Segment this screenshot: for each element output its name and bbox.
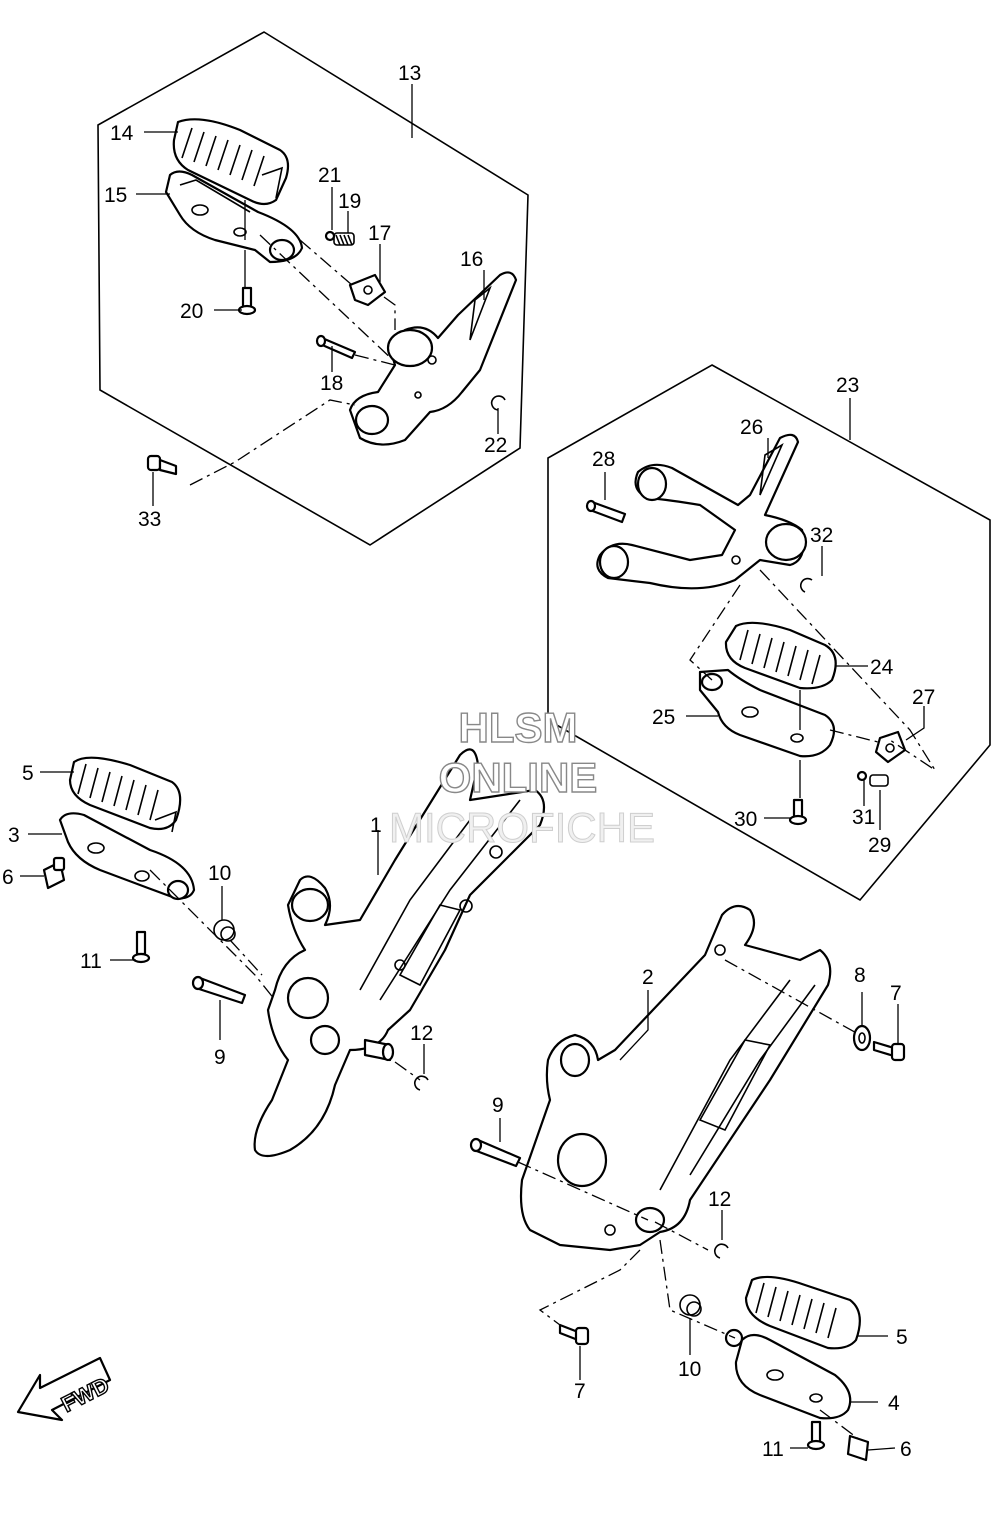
ball-31[interactable]	[856, 770, 868, 782]
pin-9-right[interactable]	[469, 1137, 522, 1168]
callout-10-left: 10	[208, 862, 231, 885]
footrest-rubber-24[interactable]	[724, 621, 837, 690]
callout-32: 32	[810, 524, 833, 547]
bolt-7-upper[interactable]	[872, 1040, 906, 1062]
callout-6-left: 6	[2, 866, 14, 889]
callout-12-left: 12	[410, 1022, 433, 1045]
callout-12-right: 12	[708, 1188, 731, 1211]
callout-13: 13	[398, 62, 421, 85]
footrest-bracket-3[interactable]	[58, 812, 196, 901]
footrest-rubber-5-right[interactable]	[744, 1275, 861, 1350]
callout-7-upper: 7	[890, 982, 902, 1005]
callout-3: 3	[8, 824, 20, 847]
footrest-bracket-15[interactable]	[164, 170, 304, 264]
callout-4: 4	[888, 1392, 900, 1415]
callout-11-right: 11	[762, 1438, 784, 1461]
callout-11-left: 11	[80, 950, 102, 973]
footrest-rubber-5-left[interactable]	[68, 756, 182, 833]
spring-10-right[interactable]	[679, 1294, 702, 1317]
callout-28: 28	[592, 448, 615, 471]
pin-28[interactable]	[585, 499, 627, 524]
footrest-rubber-14[interactable]	[172, 118, 290, 206]
ball-21[interactable]	[324, 230, 336, 242]
clip-12-left[interactable]	[414, 1075, 429, 1091]
plate-17[interactable]	[348, 273, 387, 307]
watermark-line2: ONLINE	[439, 754, 598, 801]
plate-27[interactable]	[874, 730, 907, 764]
callout-8: 8	[854, 964, 866, 987]
bolt-11-left[interactable]	[131, 930, 151, 964]
pin-18[interactable]	[315, 334, 357, 360]
adjuster-6-right[interactable]	[846, 1434, 870, 1462]
footrest-bracket-26[interactable]	[596, 433, 808, 590]
spring-29[interactable]	[869, 774, 889, 787]
footrest-bracket-2[interactable]	[519, 904, 832, 1252]
callout-17: 17	[368, 222, 391, 245]
assembly-23-frame	[547, 364, 991, 902]
footrest-bracket-1[interactable]	[253, 748, 546, 1158]
callout-21: 21	[318, 164, 341, 187]
callout-27: 27	[912, 686, 935, 709]
left-footrest-group	[20, 748, 546, 1158]
clip-22[interactable]	[490, 395, 506, 411]
callout-33: 33	[138, 508, 161, 531]
pin-9-left[interactable]	[191, 975, 247, 1005]
callout-9-right: 9	[492, 1094, 504, 1117]
callout-22: 22	[484, 434, 507, 457]
spring-10-left[interactable]	[213, 919, 236, 942]
assembly-13-group	[97, 31, 529, 546]
watermark-line1: HLSM	[459, 704, 578, 751]
callout-18: 18	[320, 372, 343, 395]
callout-labels: 13 14 15 21 19 17 16 20 18 22 33 23 26 2…	[2, 62, 935, 1461]
callout-15: 15	[104, 184, 127, 207]
callout-6-right: 6	[900, 1438, 912, 1461]
washer-8[interactable]	[852, 1024, 872, 1052]
fwd-arrow-icon: FWD	[16, 1356, 114, 1422]
callout-19: 19	[338, 190, 361, 213]
callout-1: 1	[370, 814, 382, 837]
callout-29: 29	[868, 834, 891, 857]
watermark: HLSM ONLINE MICROFICHE	[389, 703, 656, 851]
bolt-30[interactable]	[788, 798, 808, 826]
assembly-23-group	[547, 364, 991, 902]
callout-16: 16	[460, 248, 483, 271]
callout-26: 26	[740, 416, 763, 439]
callout-24: 24	[870, 656, 894, 679]
callout-31: 31	[852, 806, 875, 829]
callout-14: 14	[110, 122, 134, 145]
watermark-line3: MICROFICHE	[389, 804, 655, 851]
bolt-33[interactable]	[146, 454, 178, 476]
bolt-20[interactable]	[237, 286, 257, 316]
adjuster-6-left[interactable]	[42, 856, 66, 890]
clip-32[interactable]	[799, 577, 813, 593]
callout-2: 2	[642, 966, 654, 989]
footrest-bracket-16[interactable]	[348, 271, 518, 446]
callout-23: 23	[836, 374, 859, 397]
footrest-bracket-4[interactable]	[724, 1328, 852, 1420]
assembly-13-frame	[97, 31, 529, 546]
callout-30: 30	[734, 808, 757, 831]
bolt-7-lower[interactable]	[558, 1323, 590, 1346]
callout-20: 20	[180, 300, 203, 323]
spring-19[interactable]	[333, 232, 355, 246]
bolt-11-right[interactable]	[806, 1420, 826, 1451]
right-footrest-group	[469, 904, 906, 1462]
callout-9-left: 9	[214, 1046, 226, 1069]
callout-10-right: 10	[678, 1358, 701, 1381]
callout-25: 25	[652, 706, 675, 729]
clip-12-right[interactable]	[714, 1243, 729, 1259]
callout-5-right: 5	[896, 1326, 908, 1349]
footrest-bracket-25[interactable]	[698, 668, 836, 758]
callout-5-left: 5	[22, 762, 34, 785]
callout-7-lower: 7	[574, 1380, 586, 1403]
